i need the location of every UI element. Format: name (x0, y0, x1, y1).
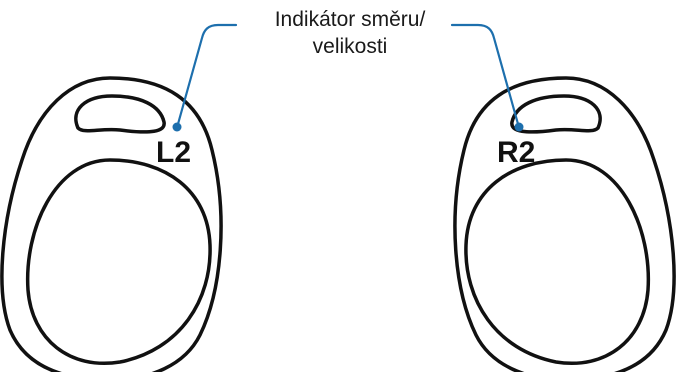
indicator-callout: Indikátor směru/ velikosti (230, 6, 470, 60)
right-earbud-main-cavity (464, 158, 651, 365)
left-leader-dot (172, 122, 182, 132)
right-earbud-top-opening (510, 94, 602, 134)
callout-line-2: velikosti (312, 35, 388, 58)
callout-leaders (172, 23, 524, 132)
right-earbud-outer-shell (453, 76, 676, 372)
right-leader-dot (514, 122, 524, 132)
callout-line-1: Indikátor směru/ (274, 8, 426, 31)
right-leader-line (450, 23, 520, 126)
right-earbud-label: R2 (497, 136, 535, 169)
left-earbud-main-cavity (25, 158, 212, 365)
left-earbud-outer-shell (0, 76, 223, 372)
right-earbud: R2 (453, 76, 676, 372)
left-leader-line (176, 23, 238, 126)
left-earbud: L2 (0, 76, 223, 372)
left-earbud-top-opening (74, 94, 166, 134)
left-earbud-label: L2 (156, 136, 191, 169)
